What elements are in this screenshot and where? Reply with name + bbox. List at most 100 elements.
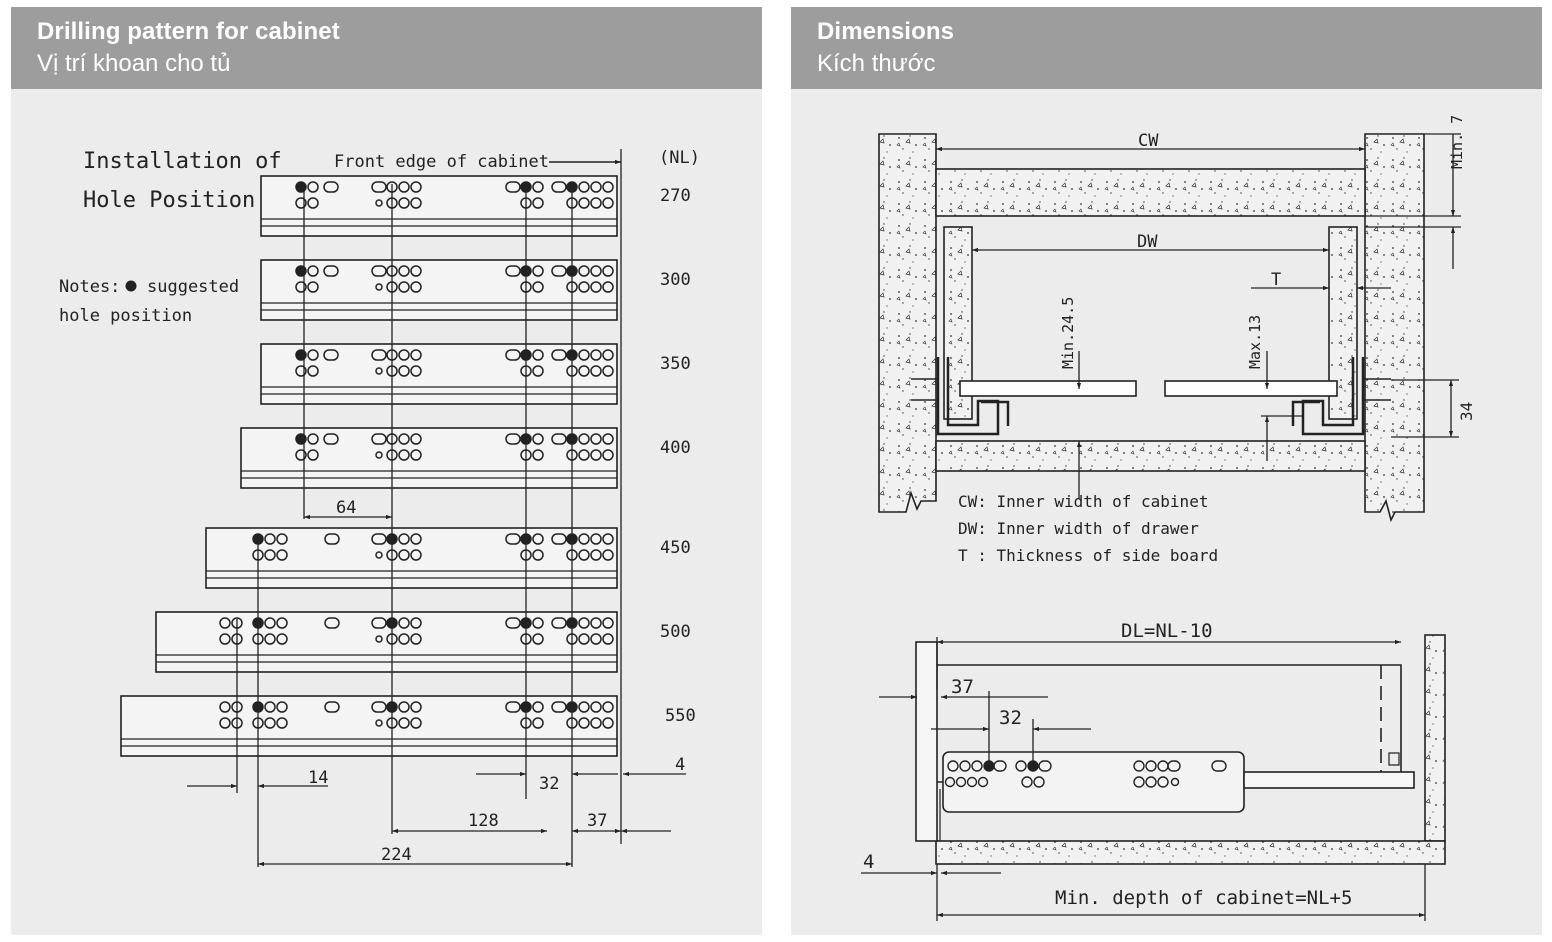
slot-hole (551, 181, 567, 193)
slot-hole (551, 617, 567, 629)
dim-37: 37 (587, 811, 607, 831)
hole (947, 760, 959, 772)
hole (532, 617, 544, 629)
hole (578, 433, 590, 445)
notes-text: suggested (147, 277, 239, 297)
hole (602, 181, 614, 193)
hole (375, 199, 383, 207)
hole (578, 265, 590, 277)
slot-hole (1167, 760, 1181, 772)
hole (307, 349, 319, 361)
hole (602, 717, 614, 729)
cabinet-cross-section (878, 133, 1425, 523)
hole (590, 549, 602, 561)
hole (307, 449, 319, 461)
drilling-pattern-panel: Drilling pattern for cabinet Vị trí khoa… (11, 7, 762, 935)
hole (219, 617, 231, 629)
dimensions-panel: Dimensions Kích thước (791, 7, 1542, 935)
dimensions-diagram: CW DW T Min. 7 Min.24.5 Max.13 34 CW: In… (861, 115, 1476, 921)
hole (578, 633, 590, 645)
hole (410, 197, 422, 209)
hole (410, 617, 422, 629)
dl-label: DL=NL-10 (1121, 620, 1213, 642)
rail-row: 400 (240, 427, 691, 489)
min7-label: Min. 7 (1448, 115, 1466, 169)
hole (295, 281, 307, 293)
nl-value: 270 (660, 186, 691, 206)
t-label: T (1271, 270, 1281, 290)
hole (602, 449, 614, 461)
hole (398, 197, 410, 209)
hole (410, 533, 422, 545)
slot-hole (324, 617, 340, 629)
hole (410, 549, 422, 561)
hole (276, 633, 288, 645)
hole (590, 617, 602, 629)
hole (578, 617, 590, 629)
slot-hole (371, 533, 387, 545)
hole (532, 365, 544, 377)
hole (219, 633, 231, 645)
min245-label: Min.24.5 (1059, 297, 1077, 369)
slot-hole (371, 433, 387, 445)
slot-hole (551, 701, 567, 713)
nl-value: 500 (660, 622, 691, 642)
hole (410, 449, 422, 461)
hole (264, 701, 276, 713)
hole (1021, 776, 1033, 788)
hole (410, 365, 422, 377)
dim-64: 64 (336, 498, 356, 518)
nl-value: 450 (660, 538, 691, 558)
hole (602, 349, 614, 361)
top-dimension-lines (936, 133, 1461, 499)
hole (398, 701, 410, 713)
rail-row: 550 (120, 695, 696, 757)
hole (602, 701, 614, 713)
drilling-pattern-diagram: Installation of Hole Position Front edge… (59, 148, 700, 867)
hole (590, 365, 602, 377)
drilling-panel-header: Drilling pattern for cabinet Vị trí khoa… (11, 7, 762, 89)
slot-hole (505, 533, 521, 545)
slot-hole (551, 349, 567, 361)
hole (398, 281, 410, 293)
hole (375, 635, 383, 643)
heading-line1: Installation of (83, 149, 282, 174)
hole (1133, 760, 1145, 772)
hole (1170, 777, 1180, 787)
rail-body (260, 343, 618, 405)
drawer-side-view (915, 634, 1446, 865)
hole (590, 197, 602, 209)
hole (944, 776, 956, 788)
hole (398, 181, 410, 193)
dim-32: 32 (539, 774, 559, 794)
cw-label: CW (1138, 131, 1159, 151)
notes-label: Notes: (59, 277, 120, 297)
hole (578, 181, 590, 193)
hole (590, 449, 602, 461)
dim-128: 128 (468, 811, 499, 831)
slot-hole (371, 265, 387, 277)
slot-hole (993, 760, 1007, 772)
slot-hole (324, 533, 340, 545)
hole (410, 265, 422, 277)
legend-dw: DW: Inner width of drawer (958, 519, 1199, 538)
hole (590, 265, 602, 277)
slot-hole (324, 701, 340, 713)
dim-4: 4 (675, 755, 685, 775)
hole (264, 549, 276, 561)
bottom-hole-pattern (944, 760, 1227, 788)
hole (410, 717, 422, 729)
hole (602, 365, 614, 377)
legend-t: T : Thickness of side board (958, 546, 1218, 565)
hole (532, 549, 544, 561)
slot-hole (505, 265, 521, 277)
hole (410, 349, 422, 361)
hole (578, 533, 590, 545)
hole (276, 549, 288, 561)
bottom-dim-4: 4 (863, 851, 874, 873)
hole (375, 283, 383, 291)
hole (375, 367, 383, 375)
slot-hole (371, 701, 387, 713)
hole (276, 617, 288, 629)
slot-hole (505, 181, 521, 193)
